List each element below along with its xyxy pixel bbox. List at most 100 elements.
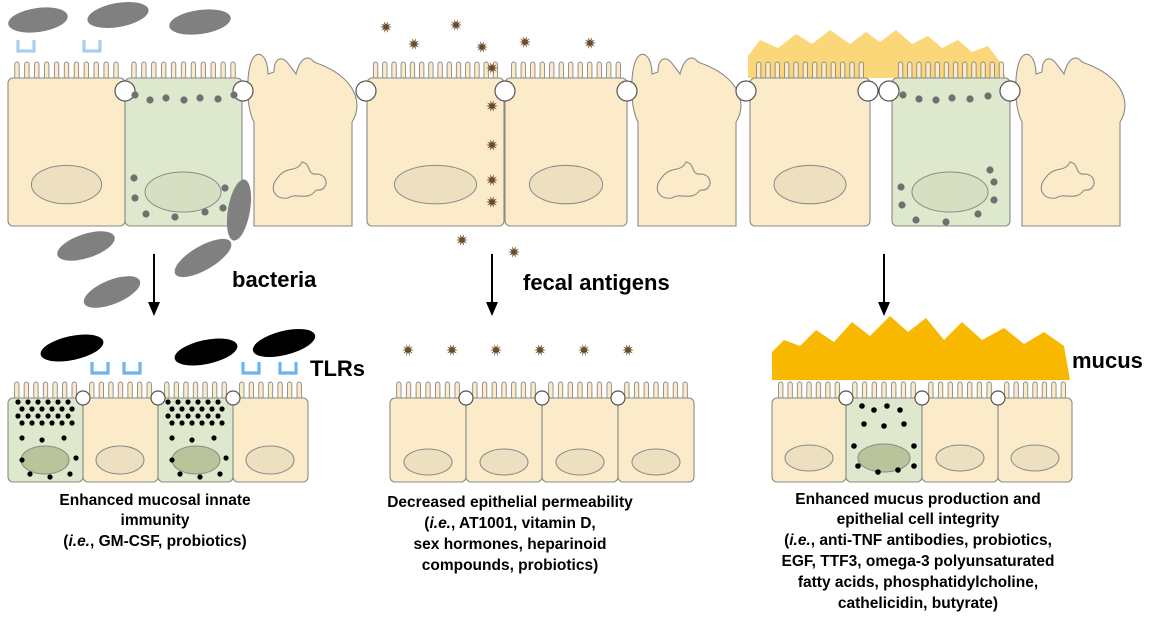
top-strip-microbes xyxy=(8,2,998,308)
fecal-antigen xyxy=(380,21,392,33)
enterocyte xyxy=(997,381,1073,483)
granule xyxy=(986,166,994,174)
granule xyxy=(169,406,175,412)
caption-right-line5: fatty acids, phosphatidylcholine, xyxy=(798,574,1038,591)
granule xyxy=(179,406,185,412)
granule xyxy=(65,399,71,405)
granule xyxy=(199,420,205,426)
bacterium xyxy=(40,334,104,362)
microvilli xyxy=(131,61,236,83)
enterocyte xyxy=(366,61,505,227)
enterocyte xyxy=(921,381,999,483)
nucleus xyxy=(784,444,834,472)
granule xyxy=(39,420,45,426)
fecal-antigen xyxy=(490,344,502,356)
antigen-shape xyxy=(622,344,634,356)
granule xyxy=(195,413,201,419)
granule xyxy=(171,213,179,221)
tight-junction xyxy=(878,80,900,102)
fecal-antigen xyxy=(508,246,520,258)
enterocyte xyxy=(504,61,628,227)
antigen-shape xyxy=(450,19,462,31)
granule xyxy=(205,399,211,405)
granule xyxy=(73,455,79,461)
nucleus xyxy=(528,164,604,205)
tlr-shape xyxy=(278,362,298,375)
granule xyxy=(61,435,67,441)
tight-junction xyxy=(150,390,166,406)
activated-enterocyte xyxy=(7,381,84,483)
arrow-middle xyxy=(486,254,498,316)
bacterium xyxy=(226,179,252,241)
microvilli xyxy=(778,381,840,403)
granule xyxy=(189,437,195,443)
goblet-body xyxy=(631,53,742,227)
granule xyxy=(230,91,238,99)
bacterium xyxy=(87,2,149,28)
tight-junction xyxy=(610,390,626,406)
tlr-shape xyxy=(122,362,142,375)
tight-junction xyxy=(225,390,241,406)
granule xyxy=(169,457,175,463)
granule xyxy=(875,469,881,475)
tlr-receptor xyxy=(278,362,298,375)
granule xyxy=(15,399,21,405)
tlr-shape xyxy=(241,362,261,375)
granule xyxy=(195,399,201,405)
fecal-antigen xyxy=(450,19,462,31)
granule xyxy=(901,421,907,427)
tlr-receptor xyxy=(16,40,36,53)
tight-junction xyxy=(232,80,254,102)
granule xyxy=(19,435,25,441)
granule xyxy=(199,406,205,412)
granule xyxy=(131,91,139,99)
enterocyte xyxy=(617,381,695,483)
granule xyxy=(898,201,906,209)
tight-junction xyxy=(355,80,377,102)
granule xyxy=(948,94,956,102)
fecal-antigen xyxy=(486,196,498,208)
goblet-nucleus xyxy=(656,161,711,199)
granule xyxy=(911,443,917,449)
nucleus xyxy=(857,443,911,473)
enterocyte xyxy=(771,381,847,483)
fecal-antigen xyxy=(534,344,546,356)
fecal-antigen xyxy=(584,37,596,49)
granule xyxy=(197,474,203,480)
granule xyxy=(219,406,225,412)
panel-mucus xyxy=(771,316,1073,483)
granule xyxy=(990,196,998,204)
granule xyxy=(871,407,877,413)
granule xyxy=(899,91,907,99)
enterocyte xyxy=(232,381,309,483)
granule xyxy=(881,423,887,429)
granule xyxy=(59,420,65,426)
goblet-body xyxy=(1015,53,1126,227)
granule xyxy=(65,413,71,419)
nucleus xyxy=(773,164,847,205)
granule xyxy=(169,420,175,426)
nucleus xyxy=(245,445,295,475)
microvilli xyxy=(372,61,499,83)
caption-right-line4: EGF, TTF3, omega-3 polyunsaturated xyxy=(781,553,1054,570)
tight-junction xyxy=(458,390,474,406)
fecal-antigen xyxy=(486,174,498,186)
tight-junction xyxy=(114,80,136,102)
fecal-antigen xyxy=(476,41,488,53)
granule xyxy=(966,95,974,103)
caption-right-line3: (i.e., anti-TNF antibodies, probiotics, xyxy=(784,532,1052,549)
granule xyxy=(35,413,41,419)
granule xyxy=(142,210,150,218)
antigen-shape xyxy=(476,41,488,53)
granule xyxy=(217,471,223,477)
granule xyxy=(895,467,901,473)
fecal-antigens-label: fecal antigens xyxy=(523,270,670,295)
fecal-antigen xyxy=(486,100,498,112)
goblet-cell xyxy=(631,53,742,227)
epithelial-strip-top xyxy=(7,53,1126,227)
enterocyte xyxy=(749,61,871,227)
goblet-nucleus xyxy=(272,161,327,199)
granule xyxy=(211,435,217,441)
caption-right-line1: Enhanced mucus production and xyxy=(795,491,1040,508)
antigen-shape xyxy=(486,100,498,112)
